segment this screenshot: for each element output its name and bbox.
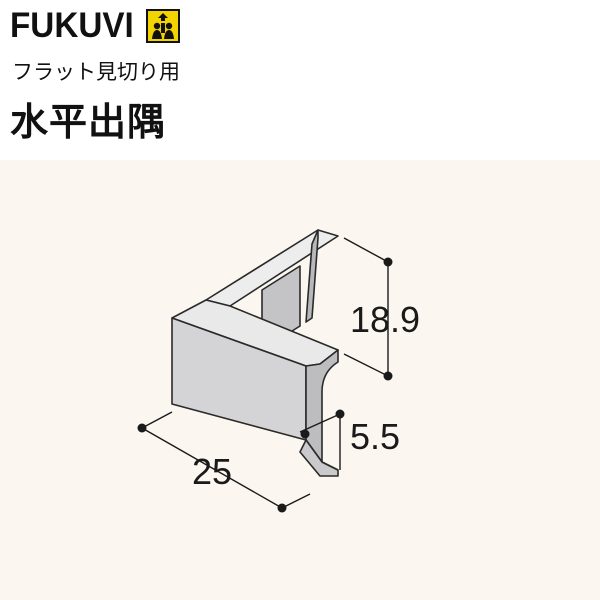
- dimension-depth-label: 5.5: [350, 416, 400, 457]
- brand-name: FUKUVI: [10, 6, 134, 45]
- dimension-lines: [141, 237, 389, 509]
- product-subtitle: フラット見切り用: [12, 60, 180, 84]
- corner-piece: [171, 229, 339, 477]
- header: FUKUVI フラット見切り用 水平出隅: [0, 0, 600, 160]
- fukuvi-emblem-icon: [146, 9, 181, 43]
- product-title: 水平出隅: [10, 100, 167, 144]
- dimension-height-label: 18.9: [350, 299, 420, 340]
- brand: FUKUVI: [10, 6, 181, 46]
- dimension-endpoints: [137, 257, 393, 513]
- dimension-width-label: 25: [192, 451, 232, 492]
